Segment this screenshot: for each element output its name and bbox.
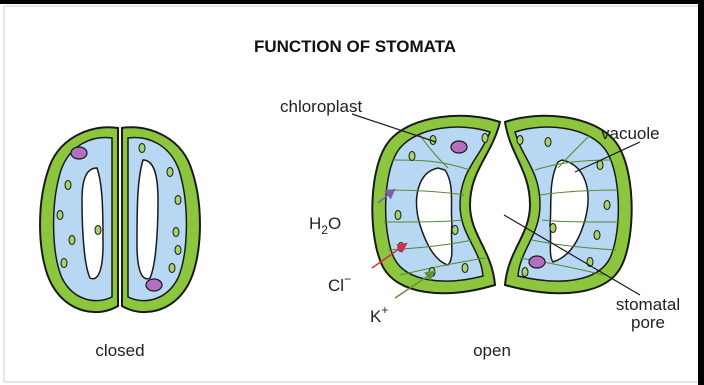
potassium-symbol: K (370, 307, 382, 326)
open-label: open (473, 341, 511, 360)
nucleus-icon (451, 141, 467, 153)
stomatal-pore-label-line1: stomatal (616, 295, 680, 314)
chloride-symbol: Cl (328, 276, 344, 295)
stomatal-pore-label-line2: pore (631, 313, 665, 332)
nucleus-icon (71, 147, 87, 159)
potassium-label: K+ (370, 303, 388, 326)
chloroplast-label: chloroplast (280, 97, 362, 116)
closed-label: closed (95, 341, 144, 360)
closed-right-guard-cell (122, 127, 200, 312)
nucleus-icon (529, 256, 545, 268)
open-left-guard-cell (372, 116, 500, 293)
right-bar (698, 0, 704, 385)
chloride-label: Cl− (328, 272, 351, 295)
chloride-superscript: − (344, 272, 351, 286)
nucleus-icon (146, 279, 162, 291)
vacuole-label: vacuole (601, 124, 660, 143)
top-bar (0, 0, 704, 4)
water-label: H2O (309, 214, 341, 237)
diagram-title: FUNCTION OF STOMATA (254, 37, 456, 56)
closed-stoma: closed (40, 127, 200, 360)
water-symbol-tail: O (328, 214, 341, 233)
potassium-superscript: + (381, 303, 388, 317)
water-symbol: H (309, 214, 321, 233)
closed-left-guard-cell (40, 127, 118, 312)
